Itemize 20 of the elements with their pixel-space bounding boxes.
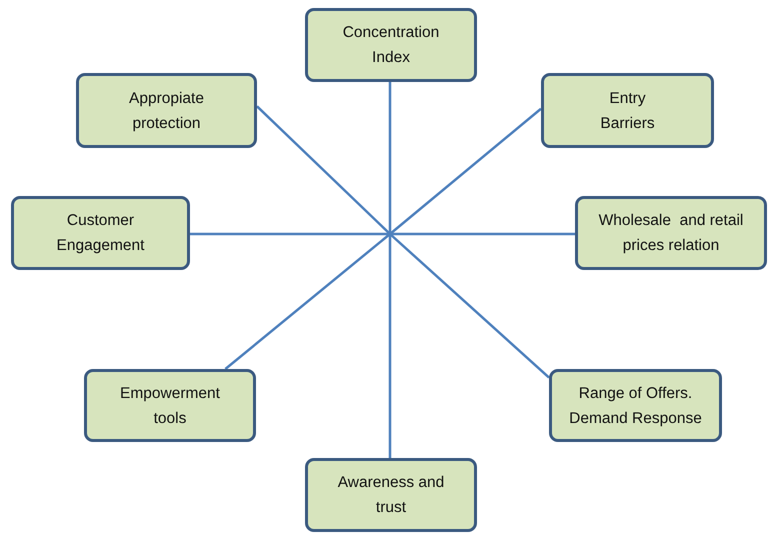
- box-label: Concentration Index: [342, 23, 440, 68]
- connector-line: [190, 232, 575, 236]
- text-box: [549, 369, 722, 442]
- text-box: [84, 369, 256, 442]
- text-box: [11, 196, 190, 270]
- text-box: [305, 458, 477, 532]
- box-label: Appropiate protection: [128, 88, 205, 134]
- box-label: Customer Engagement: [56, 211, 146, 256]
- box-label: Wholesale and retail prices relation: [598, 211, 744, 256]
- connector-line: [388, 82, 392, 458]
- box-label: Awareness and trust: [336, 473, 446, 518]
- text-box: [305, 8, 477, 82]
- text-box: [76, 73, 257, 148]
- connector-line: [224, 108, 542, 370]
- text-box: [575, 196, 767, 270]
- box-label: Empowerment tools: [119, 384, 221, 428]
- box-label: Entry Barriers: [599, 88, 656, 134]
- box-label: Range of Offers. Demand Response: [568, 384, 703, 428]
- text-box: [541, 73, 714, 148]
- connector-line: [256, 105, 550, 379]
